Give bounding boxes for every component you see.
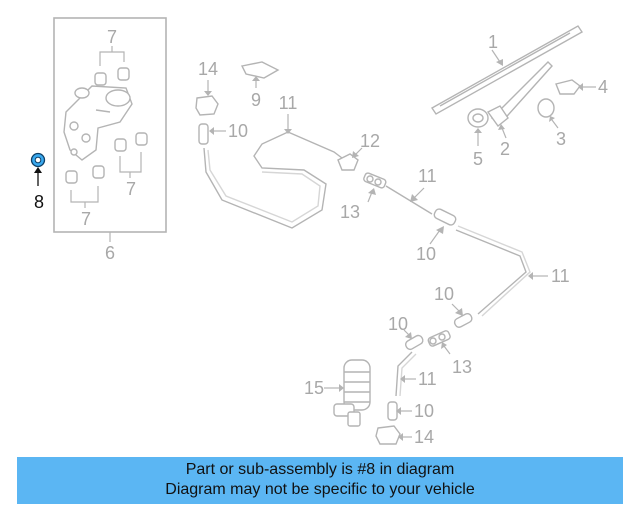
clip-4: 4	[555, 77, 608, 97]
callout-10-bottom: 10	[414, 401, 434, 421]
callout-15: 15	[304, 378, 324, 398]
callout-3: 3	[556, 129, 566, 149]
part-8-cap: 8	[30, 152, 46, 212]
callout-10-right: 10	[434, 284, 454, 304]
callout-13-lower: 13	[452, 357, 472, 377]
callout-9: 9	[251, 90, 261, 110]
callout-11-right: 11	[551, 266, 570, 286]
wiper-blade-1: 1	[430, 25, 584, 115]
callout-5: 5	[473, 149, 483, 169]
valve-12: 12	[337, 131, 380, 171]
hose-segments-10: 10 10 10 10 10	[198, 121, 473, 421]
callout-4: 4	[598, 77, 608, 97]
callout-10-upper-left: 10	[228, 121, 248, 141]
wiper-arm-2: 2	[486, 61, 553, 159]
callout-6: 6	[105, 243, 115, 263]
callout-10-lower: 10	[388, 314, 408, 334]
callout-2: 2	[500, 139, 510, 159]
cap-3: 3	[537, 98, 566, 149]
hose-callouts-11: 11 11 11 11	[279, 93, 570, 389]
connector-14-bottom: 14	[375, 425, 434, 447]
spacer-5: 5	[467, 108, 489, 169]
callout-11-lower: 11	[418, 369, 437, 389]
callout-13-upper: 13	[340, 202, 360, 222]
callout-7-right: 7	[126, 179, 136, 199]
connectors-13: 13 13	[340, 172, 472, 377]
callout-7-top: 7	[107, 27, 117, 47]
callout-8: 8	[34, 192, 44, 212]
washer-pump-15: 15	[304, 359, 371, 427]
motor-assembly-box: 6	[53, 17, 167, 263]
nozzle-9: 9	[240, 61, 280, 110]
callout-14-top: 14	[198, 59, 218, 79]
banner-line-1: Part or sub-assembly is #8 in diagram	[185, 461, 455, 478]
callout-14-bottom: 14	[414, 427, 434, 447]
callout-7-bottom: 7	[81, 209, 91, 229]
washer-hoses	[203, 131, 531, 397]
callout-1: 1	[488, 32, 498, 52]
banner-line-2: Diagram may not be specific to your vehi…	[165, 481, 475, 498]
callout-11-upper-right: 11	[418, 166, 437, 186]
info-banner: Part or sub-assembly is #8 in diagram Di…	[17, 457, 623, 504]
callout-10-middle: 10	[416, 244, 436, 264]
connector-14-top: 14	[195, 59, 219, 116]
callout-11-top: 11	[279, 93, 298, 113]
callout-12: 12	[360, 131, 380, 151]
bushings-7: 7 7 7	[65, 27, 148, 229]
wiper-motor	[63, 85, 133, 161]
